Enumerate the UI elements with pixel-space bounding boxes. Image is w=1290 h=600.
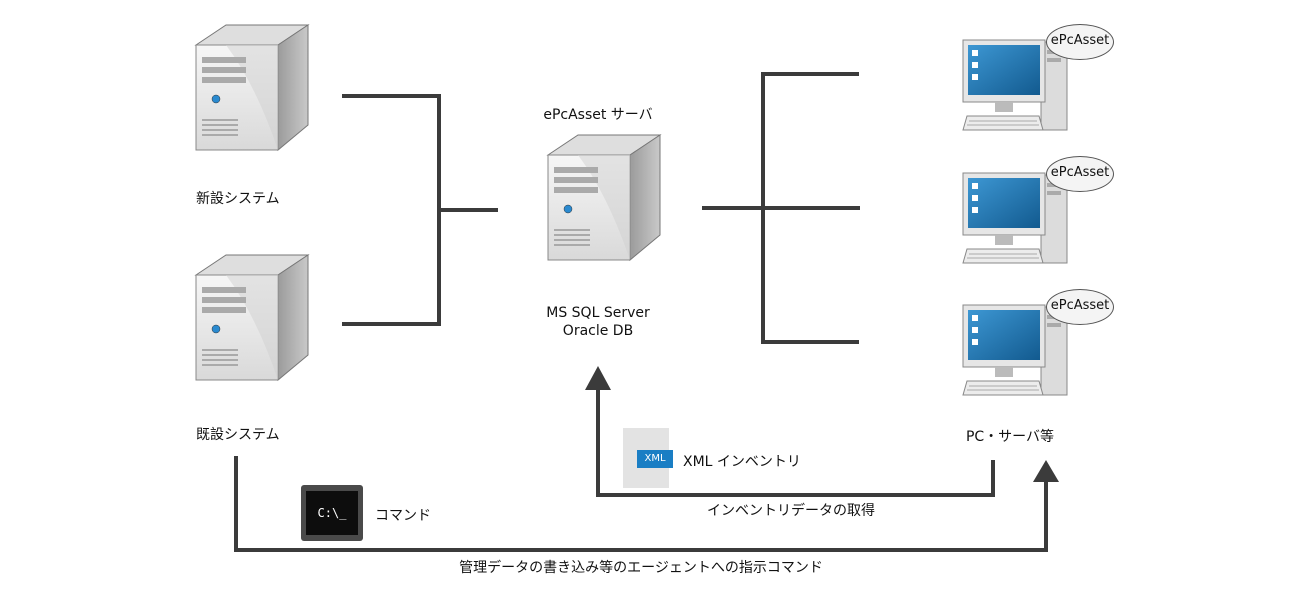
inventory-fetch-arrow (596, 388, 995, 497)
new-system-label: 新設システム (196, 191, 280, 207)
left-connector (342, 94, 498, 326)
pc-icon (962, 172, 1068, 264)
new-system-server-icon (195, 24, 309, 151)
pc-icon (962, 304, 1068, 396)
xml-badge-icon: XML (637, 450, 673, 468)
legacy-system-server-icon (195, 254, 309, 381)
xml-inventory-label: XML インベントリ (683, 454, 801, 470)
server-title: ePcAsset サーバ (543, 107, 653, 123)
command-prompt-icon: C:\_ (301, 485, 363, 541)
right-connector (702, 72, 860, 344)
agent-bubble: ePcAsset (1046, 289, 1114, 325)
agent-command-arrowhead (1033, 460, 1059, 482)
agent-command-arrow (234, 456, 1048, 552)
database-label: MS SQL Server Oracle DB (546, 304, 649, 340)
agent-command-label: 管理データの書き込み等のエージェントへの指示コマンド (459, 560, 823, 576)
agent-bubble: ePcAsset (1046, 156, 1114, 192)
agent-bubble: ePcAsset (1046, 24, 1114, 60)
epcasset-server-icon (547, 134, 661, 261)
inventory-fetch-label: インベントリデータの取得 (707, 503, 875, 519)
clients-label: PC・サーバ等 (965, 429, 1055, 445)
database-line-1: MS SQL Server (546, 305, 650, 321)
database-line-2: Oracle DB (562, 323, 634, 339)
command-label: コマンド (375, 508, 431, 524)
inventory-fetch-arrowhead (585, 366, 611, 390)
pc-icon (962, 39, 1068, 131)
legacy-system-label: 既設システム (196, 427, 280, 443)
command-prompt-text: C:\_ (306, 491, 358, 535)
